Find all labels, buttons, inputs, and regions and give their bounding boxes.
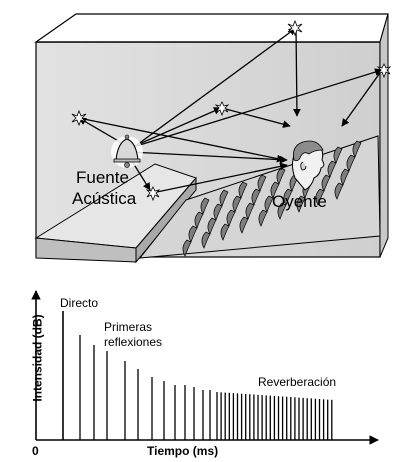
seat bbox=[239, 216, 249, 234]
listener-label: Oyente bbox=[272, 192, 327, 211]
annotation-direct: Directo bbox=[60, 296, 99, 310]
listener-head-icon bbox=[292, 140, 325, 191]
seat bbox=[201, 231, 211, 249]
seat bbox=[296, 195, 306, 213]
x-axis-label: Tiempo (ms) bbox=[147, 444, 219, 458]
seat bbox=[334, 182, 344, 200]
source-label-line1: Fuente bbox=[76, 168, 129, 187]
reflection-spark-icon bbox=[71, 109, 87, 127]
annotation-early-line2: reflexiones bbox=[104, 335, 163, 349]
ceiling bbox=[34, 13, 389, 43]
reflection-spark-icon bbox=[287, 19, 303, 37]
right-wall bbox=[379, 13, 389, 258]
reflection-spark-icon bbox=[145, 186, 161, 202]
stage-side bbox=[135, 176, 197, 264]
bell-icon bbox=[111, 134, 143, 168]
y-axis-label: Intensidad (dB) bbox=[30, 314, 45, 402]
reflection-spark-icon bbox=[214, 101, 230, 117]
seat bbox=[182, 239, 192, 257]
echogram-plot bbox=[31, 290, 379, 445]
room-illustration bbox=[34, 13, 392, 264]
annotation-reverb: Reverberación bbox=[258, 375, 337, 389]
source-label-line2: Acústica bbox=[72, 189, 137, 208]
seat bbox=[277, 202, 287, 220]
origin-label: 0 bbox=[32, 444, 39, 458]
seat bbox=[220, 223, 230, 241]
reflection-points bbox=[71, 19, 392, 202]
seat bbox=[315, 188, 325, 206]
annotation-early-line1: Primeras bbox=[104, 320, 153, 334]
seat bbox=[258, 209, 268, 227]
impulse-bars bbox=[62, 311, 333, 440]
reflection-spark-icon bbox=[376, 63, 392, 79]
